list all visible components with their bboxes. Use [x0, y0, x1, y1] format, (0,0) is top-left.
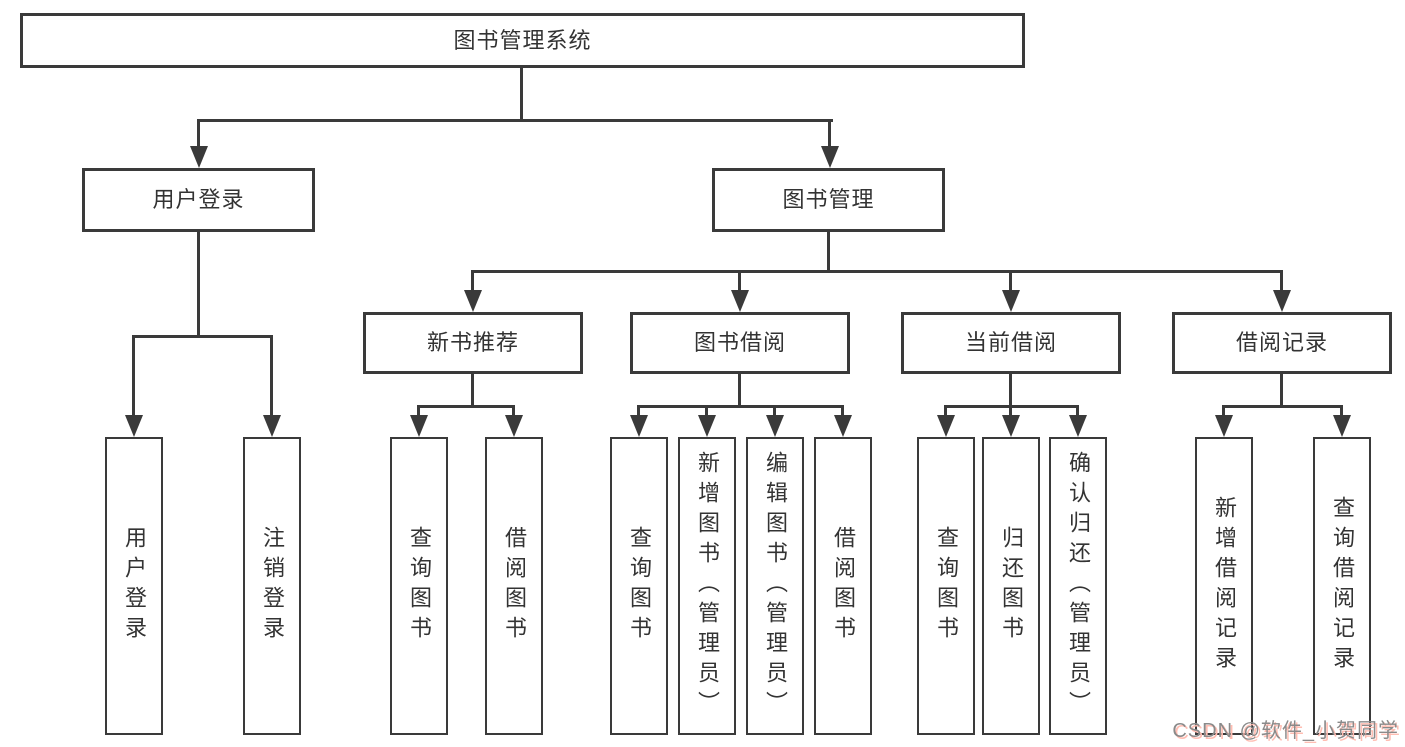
- connector-drop: [773, 405, 776, 419]
- connector-new-book-recommend-trunk: [471, 374, 474, 408]
- leaf-borrow-book-2: 借阅图书: [814, 437, 872, 735]
- connector-root-trunk: [520, 66, 523, 120]
- node-new-book-recommend: 新书推荐: [363, 312, 583, 374]
- connector-drop-new-book-recommend: [471, 270, 474, 292]
- connector-drop-book-borrow: [738, 270, 741, 292]
- arrow-down-icon: [1215, 415, 1233, 437]
- connector-borrow-records-bar: [1222, 405, 1343, 408]
- watermark: CSDN @软件_小贺同学: [1172, 720, 1399, 742]
- leaf-query-borrow-record-label: 查询借阅记录: [1330, 496, 1355, 676]
- arrow-down-icon: [766, 415, 784, 437]
- leaf-query-book-2: 查询图书: [610, 437, 668, 735]
- connector-drop: [1009, 405, 1012, 419]
- node-current-borrow-label: 当前借阅: [964, 330, 1057, 355]
- connector-user-login-trunk: [197, 232, 200, 338]
- arrow-down-icon: [731, 290, 749, 312]
- connector-level3-bar: [471, 270, 1283, 273]
- connector-drop: [705, 405, 708, 419]
- leaf-confirm-return-admin: 确认归还（管理员）: [1049, 437, 1107, 735]
- connector-drop-current-borrow: [1009, 270, 1012, 292]
- node-user-login-label: 用户登录: [152, 187, 245, 212]
- leaf-query-book-1-label: 查询图书: [407, 526, 432, 646]
- node-book-management: 图书管理: [712, 168, 945, 232]
- node-current-borrow: 当前借阅: [901, 312, 1121, 374]
- node-book-management-label: 图书管理: [782, 187, 875, 212]
- arrow-down-icon: [834, 415, 852, 437]
- connector-drop-leaf-logout: [270, 335, 273, 417]
- connector-drop: [512, 405, 515, 419]
- node-borrow-records: 借阅记录: [1172, 312, 1392, 374]
- leaf-logout-label: 注销登录: [260, 526, 285, 646]
- node-book-borrow: 图书借阅: [630, 312, 850, 374]
- connector-current-borrow-trunk: [1009, 374, 1012, 408]
- arrow-down-icon: [1002, 415, 1020, 437]
- arrow-down-icon: [1069, 415, 1087, 437]
- leaf-borrow-book-1: 借阅图书: [485, 437, 543, 735]
- connector-borrow-records-trunk: [1280, 374, 1283, 408]
- leaf-query-book-3-label: 查询图书: [934, 526, 959, 646]
- leaf-query-book-3: 查询图书: [917, 437, 975, 735]
- leaf-user-login: 用户登录: [105, 437, 163, 735]
- arrow-down-icon: [698, 415, 716, 437]
- arrow-down-icon: [125, 415, 143, 437]
- arrow-down-icon: [630, 415, 648, 437]
- connector-drop: [841, 405, 844, 419]
- leaf-return-book-label: 归还图书: [999, 526, 1024, 646]
- leaf-edit-book-admin: 编辑图书（管理员）: [746, 437, 804, 735]
- node-root-label: 图书管理系统: [453, 27, 592, 53]
- arrow-down-icon: [821, 146, 839, 168]
- connector-drop: [637, 405, 640, 419]
- node-new-book-recommend-label: 新书推荐: [426, 330, 519, 355]
- arrow-down-icon: [464, 290, 482, 312]
- arrow-down-icon: [1273, 290, 1291, 312]
- connector-new-book-recommend-bar: [417, 405, 515, 408]
- leaf-logout: 注销登录: [243, 437, 301, 735]
- leaf-query-book-1: 查询图书: [390, 437, 448, 735]
- leaf-edit-book-admin-label: 编辑图书（管理员）: [763, 451, 788, 721]
- connector-book-borrow-bar: [637, 405, 844, 408]
- leaf-return-book: 归还图书: [982, 437, 1040, 735]
- arrow-down-icon: [1002, 290, 1020, 312]
- connector-level2-bar: [197, 119, 833, 122]
- arrow-down-icon: [937, 415, 955, 437]
- leaf-add-borrow-record: 新增借阅记录: [1195, 437, 1253, 735]
- arrow-down-icon: [505, 415, 523, 437]
- node-user-login: 用户登录: [82, 168, 315, 232]
- arrow-down-icon: [1333, 415, 1351, 437]
- connector-drop: [1222, 405, 1225, 419]
- connector-drop: [1076, 405, 1079, 419]
- connector-drop: [417, 405, 420, 419]
- leaf-query-borrow-record: 查询借阅记录: [1313, 437, 1371, 735]
- arrow-down-icon: [190, 146, 208, 168]
- leaf-add-book-admin: 新增图书（管理员）: [678, 437, 736, 735]
- node-borrow-records-label: 借阅记录: [1235, 330, 1328, 355]
- connector-drop-book-management: [828, 119, 831, 148]
- arrow-down-icon: [263, 415, 281, 437]
- connector-drop: [1340, 405, 1343, 419]
- leaf-query-book-2-label: 查询图书: [627, 526, 652, 646]
- leaf-confirm-return-admin-label: 确认归还（管理员）: [1066, 451, 1091, 721]
- connector-user-login-bar: [132, 335, 273, 338]
- connector-drop: [944, 405, 947, 419]
- leaf-borrow-book-1-label: 借阅图书: [502, 526, 527, 646]
- leaf-user-login-label: 用户登录: [122, 526, 147, 646]
- arrow-down-icon: [410, 415, 428, 437]
- connector-book-management-trunk: [827, 232, 830, 273]
- connector-book-borrow-trunk: [738, 374, 741, 408]
- node-book-borrow-label: 图书借阅: [693, 330, 786, 355]
- connector-drop-leaf-user-login: [132, 335, 135, 417]
- leaf-borrow-book-2-label: 借阅图书: [831, 526, 856, 646]
- leaf-add-book-admin-label: 新增图书（管理员）: [695, 451, 720, 721]
- node-root: 图书管理系统: [20, 13, 1025, 68]
- leaf-add-borrow-record-label: 新增借阅记录: [1212, 496, 1237, 676]
- connector-drop-borrow-records: [1280, 270, 1283, 292]
- connector-drop-user-login: [197, 119, 200, 148]
